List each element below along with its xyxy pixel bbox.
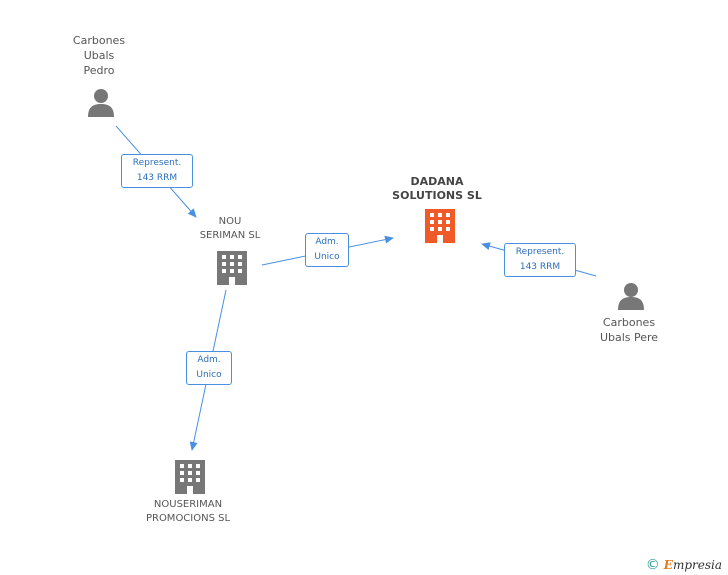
edge-label-nou-to-promocions[interactable]: Adm. Unico (186, 351, 232, 385)
edge-label-line: Represent. (515, 247, 565, 257)
edge-label-pere-to-dadana[interactable]: Represent. 143 RRM (504, 243, 576, 277)
person-icon (618, 283, 644, 310)
node-label-line: Ubals Pere (599, 331, 659, 344)
node-label-line: SOLUTIONS SL (392, 189, 482, 202)
node-label-line: SERIMAN SL (199, 230, 261, 241)
edge-label-pedro-to-nou[interactable]: Represent. 143 RRM (121, 154, 193, 188)
building-icon (425, 209, 455, 243)
building-icon (217, 251, 247, 285)
building-icon (175, 460, 205, 494)
edge-label-line: Unico (196, 370, 222, 380)
node-label-carbones-ubals-pedro[interactable]: Carbones Ubals Pedro (73, 33, 125, 78)
edge-label-nou-to-dadana[interactable]: Adm. Unico (305, 233, 349, 267)
copyright-icon: © (645, 557, 660, 573)
node-label-line: Pedro (83, 64, 115, 77)
edge-label-line: Adm. (197, 355, 221, 365)
node-label-nouseriman-promocions[interactable]: NOUSERIMAN PROMOCIONS SL (146, 498, 230, 526)
brand-logo: Empresia (663, 558, 722, 572)
node-label-line: DADANA (410, 175, 464, 188)
node-label-nou-seriman[interactable]: NOU SERIMAN SL (200, 215, 261, 243)
node-label-line: Carbones (72, 34, 126, 47)
edge-label-line: Represent. (132, 158, 182, 168)
edge-label-line: Adm. (315, 237, 339, 247)
edge-label-line: 143 RRM (136, 173, 178, 183)
edge-label-line: 143 RRM (519, 262, 561, 272)
node-label-line: NOUSERIMAN (153, 499, 223, 510)
node-label-dadana-solutions[interactable]: DADANA SOLUTIONS SL (392, 175, 482, 203)
person-icon (88, 89, 114, 117)
node-label-line: Ubals (83, 49, 115, 62)
node-label-carbones-ubals-pere[interactable]: Carbones Ubals Pere (600, 315, 658, 345)
footer-brand: © Empresia (646, 557, 722, 573)
node-label-line: NOU (218, 216, 242, 227)
node-label-line: PROMOCIONS SL (145, 513, 231, 524)
edge-label-line: Unico (314, 252, 340, 262)
node-label-line: Carbones (602, 316, 656, 329)
